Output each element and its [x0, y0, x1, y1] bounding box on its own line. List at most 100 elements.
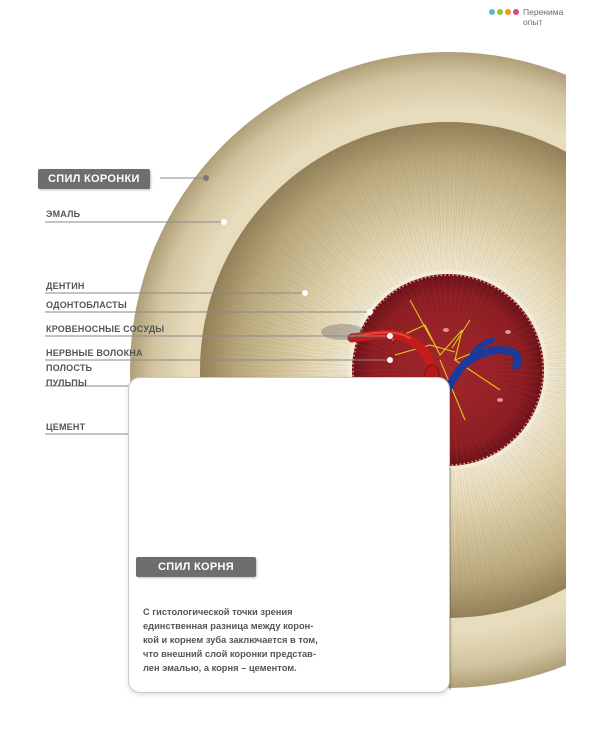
tubule-line — [201, 325, 350, 353]
pulp-fiber-line — [454, 409, 465, 465]
tubule-line — [479, 464, 529, 607]
brand-line-2: опыт — [523, 17, 543, 27]
tubule-line — [450, 469, 457, 618]
tubule-line — [270, 192, 378, 300]
tubule-line — [392, 126, 427, 273]
tubule-line — [539, 268, 600, 330]
tubule-line — [362, 134, 415, 277]
label-blood-vessels: КРОВЕНОСНЫЕ СОСУДЫ — [46, 324, 165, 334]
brand-dot-2 — [497, 9, 503, 15]
pulp-fiber-line — [451, 274, 459, 331]
tubule-line — [449, 122, 454, 271]
pulp-fiber-line — [483, 388, 533, 416]
label-pulp-line-2: ПУЛЬПЫ — [46, 378, 87, 388]
brand-line-1: Перенима — [523, 7, 564, 17]
tubule-line — [322, 153, 399, 284]
tubule-line — [456, 469, 470, 618]
tubule-line — [300, 167, 390, 290]
tubule-line — [539, 409, 600, 470]
label-dentin: ДЕНТИН — [46, 281, 85, 291]
pulp-fiber-line — [411, 280, 434, 333]
tubule-line — [260, 204, 374, 305]
label-odontoblasts: ОДОНТОБЛАСТЫ — [46, 300, 127, 310]
tubule-line — [473, 466, 513, 612]
tubule-line — [304, 164, 392, 289]
tubule-line — [473, 128, 513, 274]
pulp-fiber-line — [481, 390, 530, 422]
tubule-line — [540, 277, 600, 334]
root-section-panel — [128, 377, 450, 693]
tubule-line — [268, 195, 377, 301]
tubule-line — [200, 356, 349, 366]
tubule-line — [278, 185, 381, 297]
tubule-line — [457, 122, 472, 271]
label-nerve-fibers: НЕРВНЫЕ ВОЛОКНА — [46, 348, 143, 358]
pulp-fiber-line — [478, 308, 522, 345]
brand-header: Перенима опыт — [489, 7, 563, 27]
pulp-fiber-line — [457, 276, 472, 332]
tubule-line — [467, 124, 498, 273]
tubule-line — [298, 169, 389, 290]
pulp-fiber-line — [470, 290, 502, 337]
pulp-fiber-line — [383, 298, 422, 341]
pulp-fiber-line — [478, 395, 522, 432]
tubule-line — [213, 282, 355, 336]
tubule-line — [540, 272, 600, 332]
tubule-line — [309, 161, 393, 287]
tubule-line — [541, 284, 600, 337]
label-cement: ЦЕМЕНТ — [46, 422, 86, 432]
tubule-line — [331, 148, 402, 282]
tubule-line — [497, 153, 574, 284]
tubule-line — [488, 461, 550, 599]
tubule-line — [464, 468, 491, 617]
pulp-fiber-line — [465, 405, 491, 457]
tubule-line — [499, 155, 578, 285]
pulp-fiber-line — [476, 397, 518, 437]
pulp-fiber-line — [424, 276, 439, 332]
tubule-line — [413, 122, 435, 271]
tubule-line — [311, 160, 394, 287]
pulp-fiber-line — [405, 283, 431, 335]
tubule-line — [209, 295, 353, 341]
tubule-line — [294, 172, 387, 292]
tubule-line — [265, 198, 376, 302]
tubule-line — [261, 202, 374, 304]
tubule-line — [200, 364, 349, 369]
tubule-line — [460, 122, 480, 271]
tubule-line — [465, 123, 493, 272]
crown-section-tag: СПИЛ КОРОНКИ — [38, 169, 150, 189]
pulp-fiber-line — [484, 386, 536, 410]
pulp-fiber-line — [399, 286, 429, 336]
pulp-fiber-line — [352, 372, 409, 377]
tubule-line — [227, 251, 360, 324]
tubule-line — [454, 469, 465, 618]
tubule-line — [219, 268, 357, 330]
tubule-line — [468, 467, 501, 615]
pulp-fiber-line — [465, 283, 491, 335]
tubule-line — [218, 270, 357, 331]
tubule-line — [451, 122, 459, 271]
tubule-line — [488, 141, 550, 279]
tubule-line — [380, 129, 422, 274]
tubule-line — [338, 144, 405, 281]
pulp-fiber-line — [418, 278, 436, 333]
tubule-line — [200, 343, 349, 360]
tubule-line — [280, 183, 382, 296]
tubule-line — [216, 275, 356, 333]
tubule-line — [540, 407, 600, 465]
pulp-fiber-line — [449, 274, 452, 331]
tubule-line — [387, 127, 425, 273]
pulp-fiber-line — [476, 303, 518, 343]
tubule-line — [370, 132, 418, 275]
tubule-line — [229, 247, 361, 322]
tubule-line — [487, 140, 548, 279]
tubule-line — [343, 142, 407, 280]
brand-dot-4 — [513, 9, 519, 15]
tubule-line — [346, 141, 408, 279]
pulp-fiber-line — [460, 278, 478, 333]
tubule-line — [498, 455, 576, 586]
tubule-line — [214, 280, 355, 335]
label-enamel: ЭМАЛЬ — [46, 209, 81, 219]
tubule-line — [241, 229, 366, 315]
pulp-fiber-line — [467, 404, 497, 454]
